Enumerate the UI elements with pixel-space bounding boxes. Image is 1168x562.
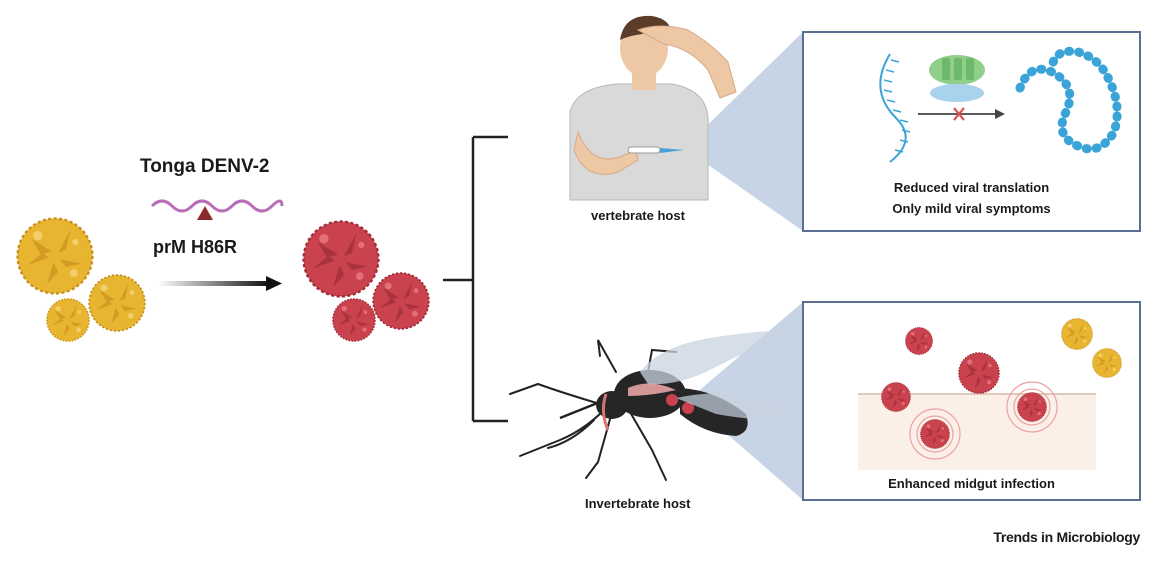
mutation-marker-icon [197,206,213,220]
mrna-strand-icon [879,53,907,163]
bottom-panel-caption: Enhanced midgut infection [888,476,1055,491]
journal-label: Trends in Microbiology [993,529,1140,545]
ribosome-icon [929,55,985,102]
mrna-bases [883,59,911,153]
transition-arrow-icon [158,276,282,291]
infection-ripple-icon [909,381,1058,460]
mutation-label: prM H86R [153,237,238,257]
invertebrate-host-label: Invertebrate host [585,496,691,511]
feverish-person-icon [569,15,737,201]
top-panel-caption-line1: Reduced viral translation [893,180,1050,195]
branch-bracket-icon [443,135,508,423]
protein-chain-icon [1015,46,1122,154]
strain-label: Tonga DENV-2 [140,156,270,177]
vertebrate-host-label: vertebrate host [591,208,685,223]
yellow-virion-icon [16,217,146,342]
blocked-translation-arrow-icon [918,107,1005,121]
rna-strand-icon [150,199,284,213]
red-virion-icon [302,220,430,342]
zoom-wedge-top [684,32,803,231]
mosquito-icon [509,330,800,481]
top-panel-caption-line2: Only mild viral symptoms [892,201,1051,216]
